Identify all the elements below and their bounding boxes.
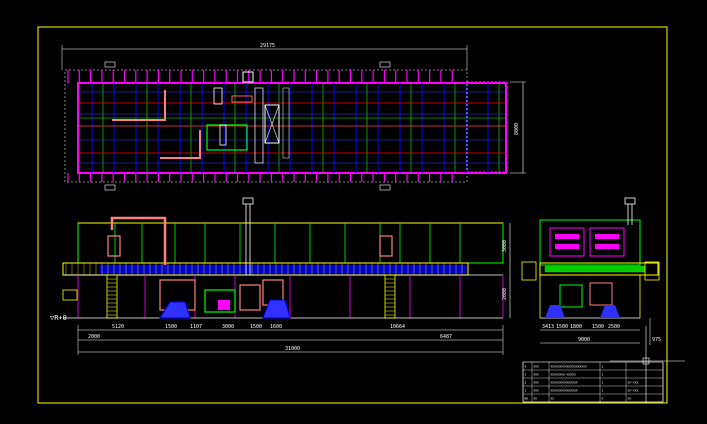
title-block-cell: XX [534, 397, 538, 401]
lower-left-label: 2000 [88, 334, 100, 340]
elevation-deck-marks [65, 263, 463, 275]
title-block-cell: XXX [534, 365, 540, 369]
plan-structural-grid [78, 83, 506, 173]
segment-label: 10664 [390, 324, 405, 330]
title-block-cell: XXX [534, 381, 540, 385]
title-block-cell: XX-XXX [628, 389, 639, 393]
title-block-cell: NO [525, 397, 529, 401]
title-block-cell: XXXXXXXXXXXXXXXXXXXX [551, 365, 587, 369]
segment-label: 3000 [222, 324, 234, 330]
side-dim-label: 1800 [570, 324, 582, 330]
title-block-cell: X [602, 397, 604, 401]
segment-label: 1500 [250, 324, 262, 330]
title-block-cell: XXX [534, 389, 540, 393]
plan-bottom-columns [67, 173, 453, 182]
plan-view: 29175 [61, 43, 526, 191]
title-block-cell: XXXXXXXX-XXXXX [551, 373, 576, 377]
side-dim-label: 1500 [592, 324, 604, 330]
plan-building-outline [77, 82, 507, 174]
height-upper-label: 3000 [502, 240, 508, 252]
plan-width-label: 8000 [514, 123, 520, 135]
plan-equipment [112, 71, 290, 164]
title-block-cell: 1 [602, 365, 604, 369]
title-block-cell: 1 [602, 373, 604, 377]
side-right-label: 975 [652, 337, 661, 343]
title-block-cell: XXX [534, 373, 540, 377]
segment-label: 1600 [270, 324, 282, 330]
front-elevation: ▽R+0 3000 2000 5120 1500 1107 3000 1500 … [50, 197, 511, 355]
title-block-cell: XX-XXX [628, 381, 639, 385]
crosshair-cursor [610, 326, 685, 403]
side-dim-label: 2500 [608, 324, 620, 330]
title-block-cell: XX [551, 397, 555, 401]
side-elevation: 3413 1500 1800 1500 2500 9000 975 [521, 197, 661, 345]
side-overall-label: 9000 [578, 337, 590, 343]
title-block-cell: 1 [602, 381, 604, 385]
title-block-cell: 3 [525, 373, 527, 377]
level-label: ▽R+0 [50, 314, 67, 322]
lower-right-label: 6487 [440, 334, 452, 340]
title-block-cell: 2 [525, 381, 527, 385]
title-block-cell: 1 [602, 389, 604, 393]
title-block-cell: XX [628, 397, 632, 401]
elevation-lower-columns [77, 275, 504, 318]
side-dim-label: 3413 [542, 324, 554, 330]
segment-label: 1107 [190, 324, 202, 330]
plan-length-label: 29175 [260, 43, 275, 49]
height-lower-label: 2000 [502, 288, 508, 300]
elevation-enclosure-columns [114, 223, 504, 263]
segment-label: 5120 [112, 324, 124, 330]
side-dim-label: 1500 [556, 324, 568, 330]
drawing-frame [37, 26, 668, 404]
title-block-cell: 4 [525, 365, 527, 369]
title-block-cell: XXXXXXXXXXXXXXX [551, 381, 578, 385]
plan-top-columns [67, 70, 453, 83]
elevation-overall-label: 31000 [285, 346, 300, 352]
title-block-cell: XXXXXXXXXXXXXXX [551, 389, 578, 393]
segment-label: 1500 [165, 324, 177, 330]
title-block-cell: 1 [525, 389, 527, 393]
